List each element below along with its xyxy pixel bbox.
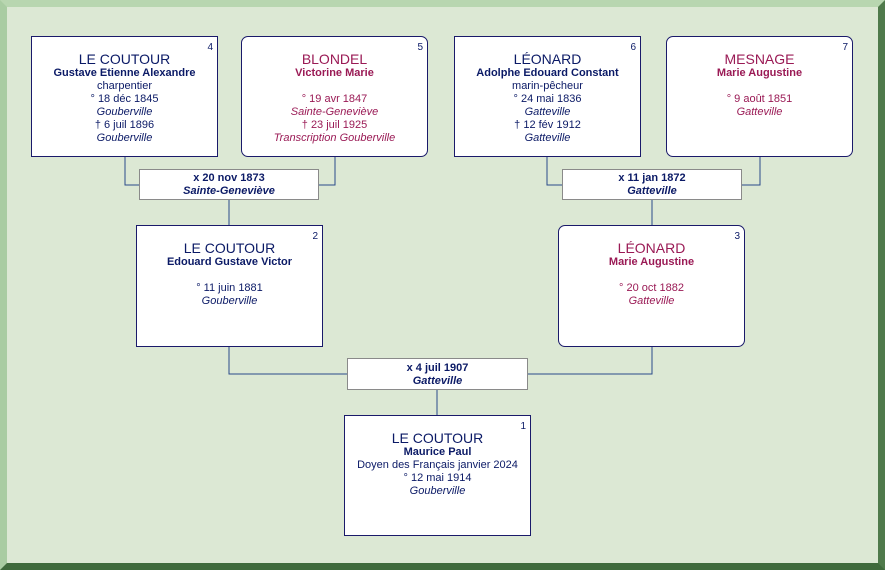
given-names: Marie Augustine — [608, 256, 695, 268]
surname: LE COUTOUR — [183, 240, 276, 256]
marriage-date: x 11 jan 1872 — [618, 172, 686, 184]
death-place: Gatteville — [524, 132, 571, 144]
sosa-number: 1 — [520, 421, 526, 432]
surname: LE COUTOUR — [78, 51, 171, 67]
note: Doyen des Français janvier 2024 — [357, 459, 518, 471]
death-place: Gouberville — [96, 132, 153, 144]
given-names: Marie Augustine — [716, 67, 803, 79]
sosa-number: 2 — [312, 231, 318, 242]
sosa-number: 4 — [207, 42, 213, 53]
birth-place: Sainte-Geneviève — [290, 106, 379, 118]
person-card-2[interactable]: 2 LE COUTOUR Edouard Gustave Victor ° 11… — [136, 225, 323, 347]
birth-date: ° 9 août 1851 — [726, 93, 793, 105]
marriage-place: Gatteville — [412, 375, 463, 387]
surname: LE COUTOUR — [391, 430, 484, 446]
death-place: Transcription Gouberville — [273, 132, 396, 144]
person-card-7[interactable]: 7 MESNAGE Marie Augustine ° 9 août 1851 … — [666, 36, 853, 157]
death-date: † 6 juil 1896 — [94, 119, 155, 131]
birth-place: Gouberville — [201, 295, 258, 307]
given-names: Gustave Etienne Alexandre — [53, 67, 196, 79]
marriage-place: Gatteville — [627, 185, 677, 197]
person-card-4[interactable]: 4 LE COUTOUR Gustave Etienne Alexandre c… — [31, 36, 218, 157]
given-names: Victorine Marie — [295, 67, 374, 79]
person-card-3[interactable]: 3 LÉONARD Marie Augustine ° 20 oct 1882 … — [558, 225, 745, 347]
birth-place: Gouberville — [96, 106, 153, 118]
person-card-5[interactable]: 5 BLONDEL Victorine Marie ° 19 avr 1847 … — [241, 36, 428, 157]
birth-date: ° 18 déc 1845 — [90, 93, 159, 105]
surname: BLONDEL — [301, 51, 368, 67]
given-names: Maurice Paul — [403, 446, 472, 458]
birth-date: ° 12 mai 1914 — [403, 472, 472, 484]
surname: LÉONARD — [617, 240, 686, 256]
birth-date: ° 20 oct 1882 — [619, 282, 684, 294]
surname: LÉONARD — [513, 51, 582, 67]
sosa-number: 3 — [734, 231, 740, 242]
death-date: † 23 juil 1925 — [301, 119, 368, 131]
birth-place: Gatteville — [524, 106, 571, 118]
birth-place: Gatteville — [736, 106, 783, 118]
birth-date: ° 24 mai 1836 — [513, 93, 582, 105]
occupation: charpentier — [96, 80, 153, 92]
person-card-6[interactable]: 6 LÉONARD Adolphe Edouard Constant marin… — [454, 36, 641, 157]
birth-date: ° 11 juin 1881 — [196, 282, 263, 294]
marriage-date: x 4 juil 1907 — [406, 362, 469, 374]
marriage-box-6-7[interactable]: x 11 jan 1872 Gatteville — [562, 169, 742, 200]
birth-place: Gatteville — [628, 295, 675, 307]
given-names: Adolphe Edouard Constant — [476, 67, 619, 79]
sosa-number: 5 — [417, 42, 423, 53]
marriage-box-2-3[interactable]: x 4 juil 1907 Gatteville — [347, 358, 528, 390]
occupation: marin-pêcheur — [512, 80, 583, 92]
marriage-date: x 20 nov 1873 — [193, 172, 265, 184]
sosa-number: 7 — [842, 42, 848, 53]
birth-date: ° 19 avr 1847 — [301, 93, 368, 105]
person-card-1[interactable]: 1 LE COUTOUR Maurice Paul Doyen des Fran… — [344, 415, 531, 536]
marriage-place: Sainte-Geneviève — [183, 185, 275, 197]
death-date: † 12 fév 1912 — [514, 119, 581, 131]
given-names: Edouard Gustave Victor — [166, 256, 293, 268]
surname: MESNAGE — [724, 51, 795, 67]
marriage-box-4-5[interactable]: x 20 nov 1873 Sainte-Geneviève — [139, 169, 319, 200]
birth-place: Gouberville — [409, 485, 466, 497]
sosa-number: 6 — [630, 42, 636, 53]
